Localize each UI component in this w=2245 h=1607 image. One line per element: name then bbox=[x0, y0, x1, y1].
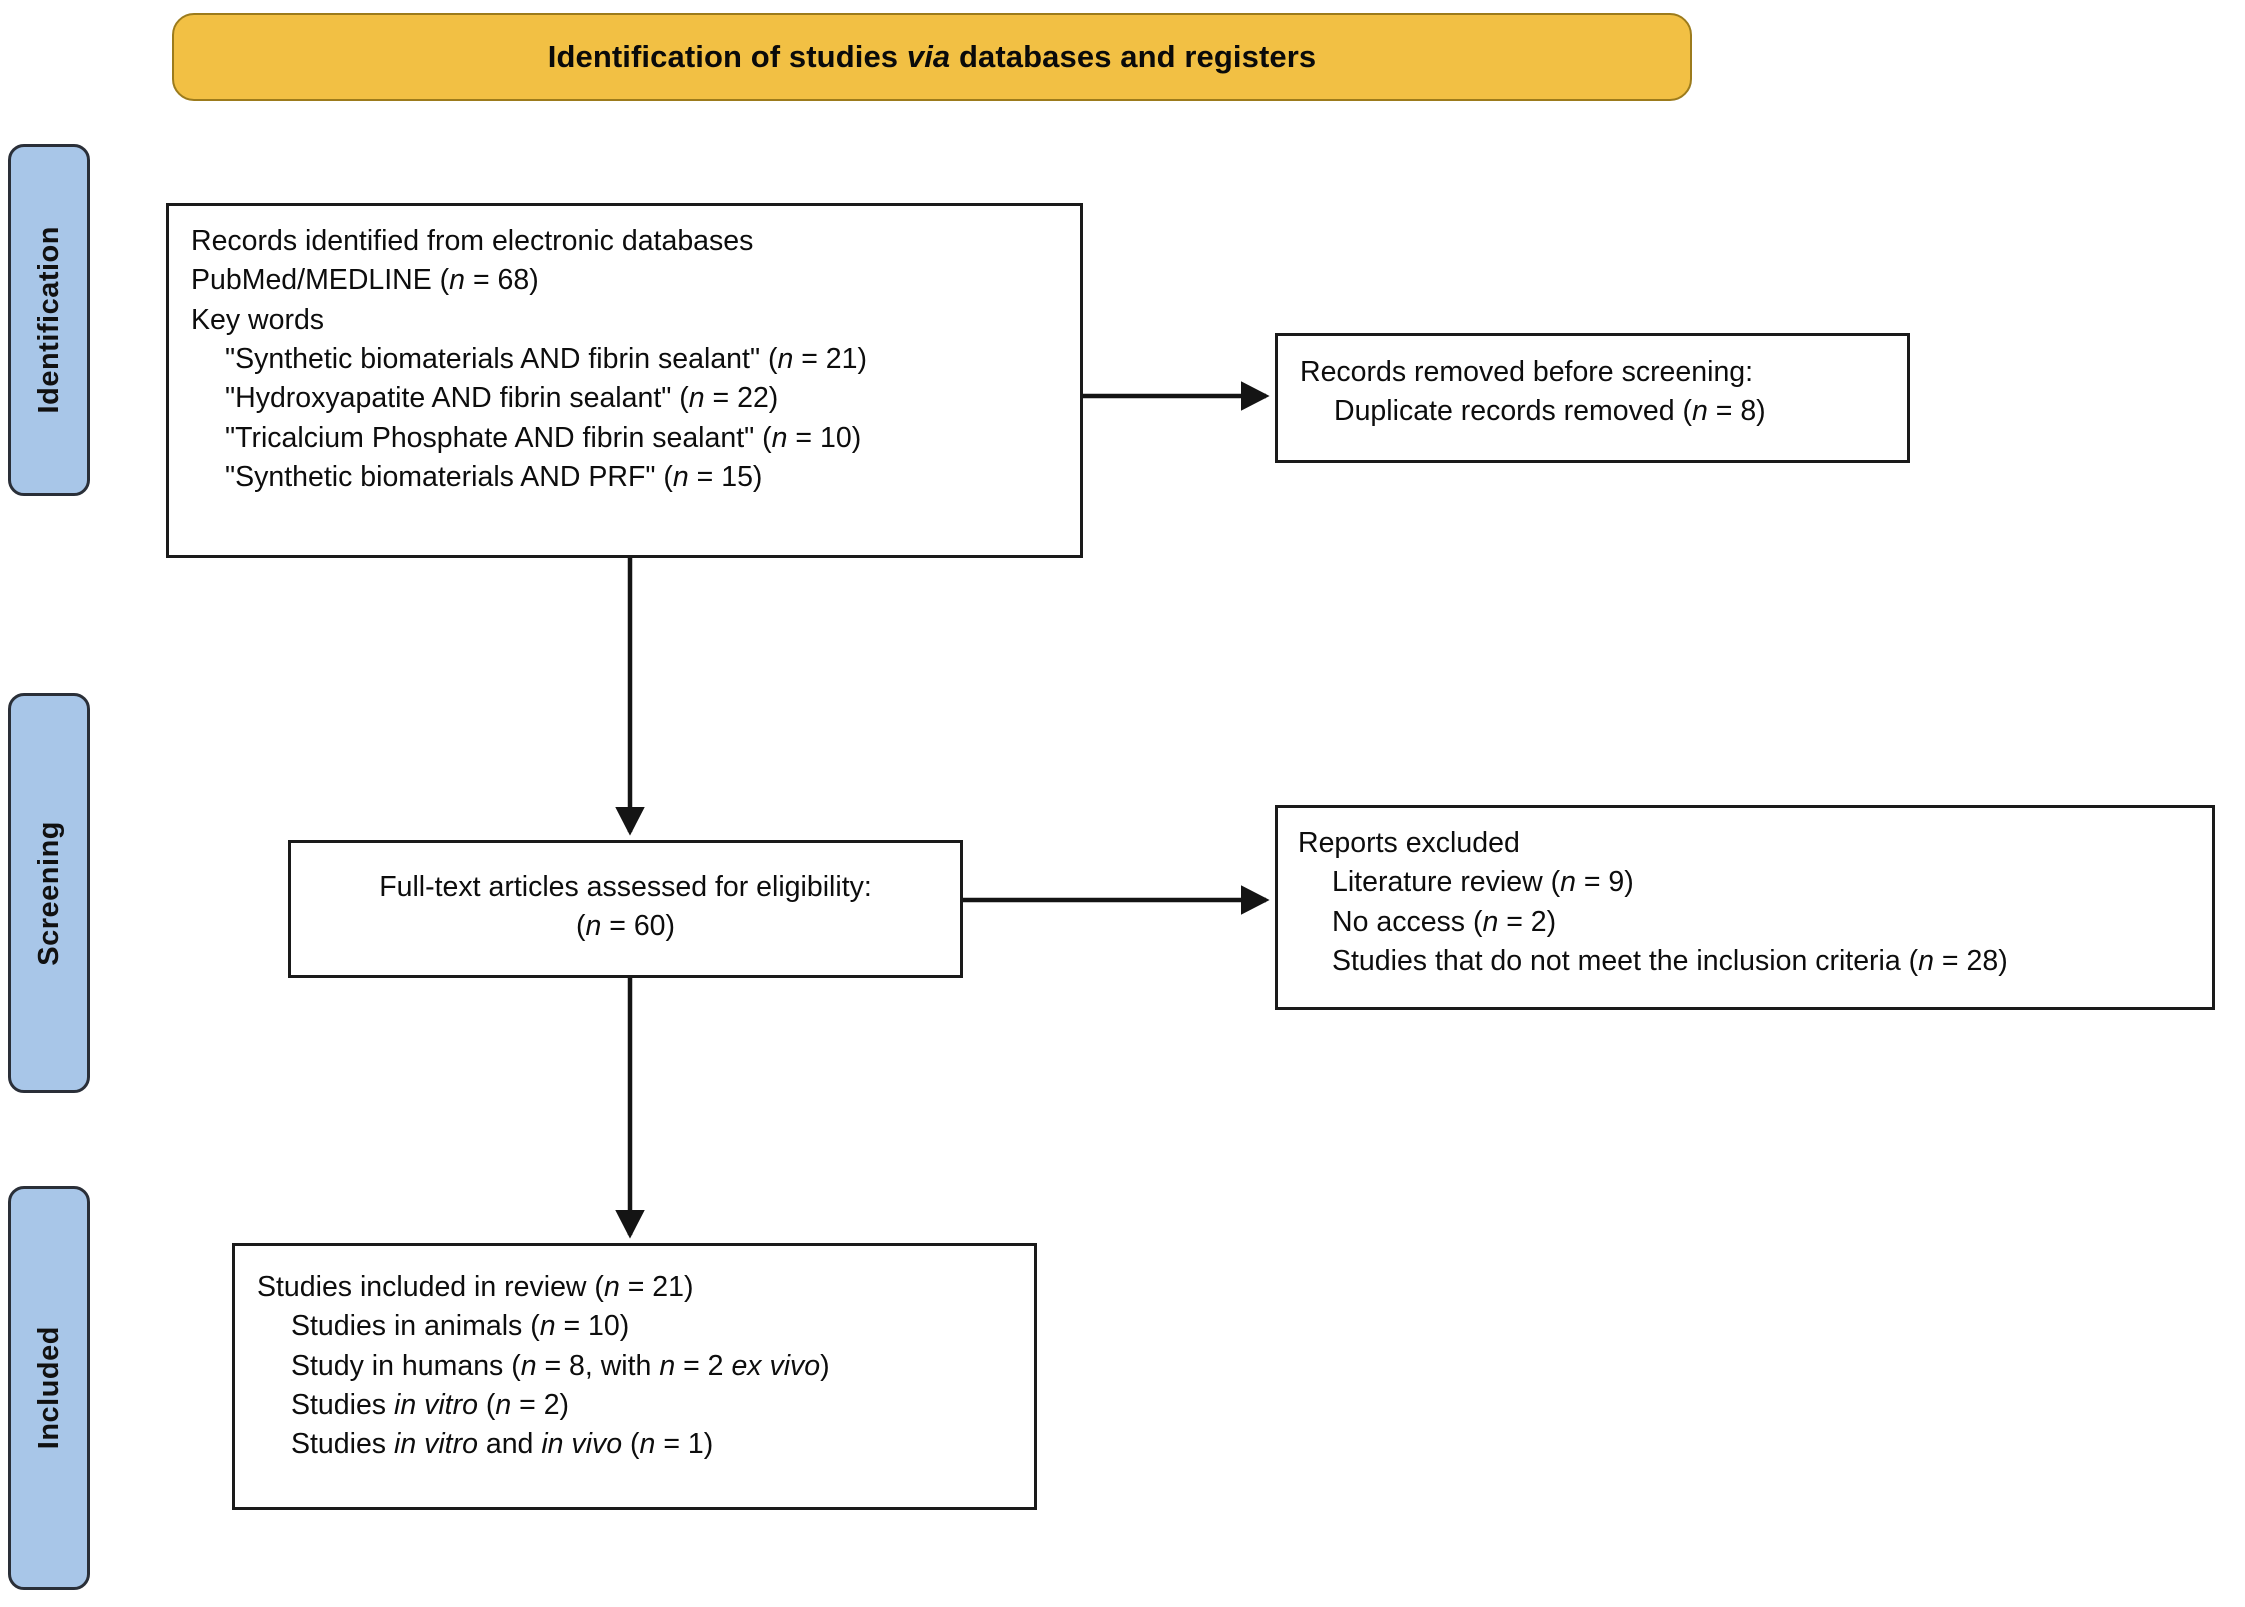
records-identified-line-3: Key words bbox=[191, 303, 325, 336]
header-title-italic-via: via bbox=[906, 39, 951, 74]
stage-bar-identification: Identification bbox=[8, 144, 90, 496]
reports-excluded-content: Reports excluded Literature review (n = … bbox=[1278, 808, 2212, 981]
records-identified-keyword-1: "Synthetic biomaterials AND fibrin seala… bbox=[225, 342, 867, 375]
stage-label-identification: Identification bbox=[32, 226, 65, 414]
stage-bar-screening: Screening bbox=[8, 693, 90, 1093]
fulltext-assessed-box: Full-text articles assessed for eligibil… bbox=[288, 840, 963, 978]
studies-included-content: Studies included in review (n = 21) Stud… bbox=[235, 1246, 1034, 1465]
stage-label-included: Included bbox=[32, 1326, 65, 1450]
records-identified-box: Records identified from electronic datab… bbox=[166, 203, 1083, 558]
records-identified-keyword-4: "Synthetic biomaterials AND PRF" (n = 15… bbox=[225, 460, 763, 493]
fulltext-assessed-line-2: (n = 60) bbox=[575, 910, 676, 943]
diagram-header-title: Identification of studies via databases … bbox=[548, 39, 1317, 75]
studies-included-detail-in-vitro-in-vivo: Studies in vitro and in vivo (n = 1) bbox=[291, 1428, 714, 1461]
fulltext-assessed-line-1: Full-text articles assessed for eligibil… bbox=[379, 871, 872, 903]
fulltext-assessed-content: Full-text articles assessed for eligibil… bbox=[291, 843, 960, 947]
studies-included-detail-animals: Studies in animals (n = 10) bbox=[291, 1310, 630, 1343]
records-identified-keyword-2: "Hydroxyapatite AND fibrin sealant" (n =… bbox=[225, 382, 779, 415]
reports-excluded-reason-1: Literature review (n = 9) bbox=[1332, 866, 1634, 899]
studies-included-line-1: Studies included in review (n = 21) bbox=[257, 1271, 694, 1303]
reports-excluded-reason-2: No access (n = 2) bbox=[1332, 905, 1557, 938]
records-removed-content: Records removed before screening: Duplic… bbox=[1278, 336, 1907, 432]
diagram-header-banner: Identification of studies via databases … bbox=[172, 13, 1692, 101]
records-identified-keyword-3: "Tricalcium Phosphate AND fibrin sealant… bbox=[225, 421, 862, 454]
studies-included-detail-humans: Study in humans (n = 8, with n = 2 ex vi… bbox=[291, 1349, 830, 1382]
records-removed-line-1: Records removed before screening: bbox=[1300, 356, 1754, 388]
stage-bar-included: Included bbox=[8, 1186, 90, 1590]
studies-included-detail-in-vitro: Studies in vitro (n = 2) bbox=[291, 1388, 570, 1421]
header-title-part-1: Identification of studies bbox=[547, 39, 907, 74]
header-title-part-2: databases and registers bbox=[950, 39, 1317, 74]
records-identified-line-2: PubMed/MEDLINE (n = 68) bbox=[191, 264, 539, 297]
records-removed-line-2: Duplicate records removed (n = 8) bbox=[1334, 395, 1766, 428]
reports-excluded-box: Reports excluded Literature review (n = … bbox=[1275, 805, 2215, 1010]
reports-excluded-reason-3: Studies that do not meet the inclusion c… bbox=[1332, 944, 2008, 977]
reports-excluded-line-1: Reports excluded bbox=[1298, 827, 1520, 859]
records-identified-line-1: Records identified from electronic datab… bbox=[191, 225, 754, 257]
stage-label-screening: Screening bbox=[32, 820, 65, 966]
records-removed-box: Records removed before screening: Duplic… bbox=[1275, 333, 1910, 463]
records-identified-content: Records identified from electronic datab… bbox=[169, 206, 1080, 497]
studies-included-box: Studies included in review (n = 21) Stud… bbox=[232, 1243, 1037, 1510]
